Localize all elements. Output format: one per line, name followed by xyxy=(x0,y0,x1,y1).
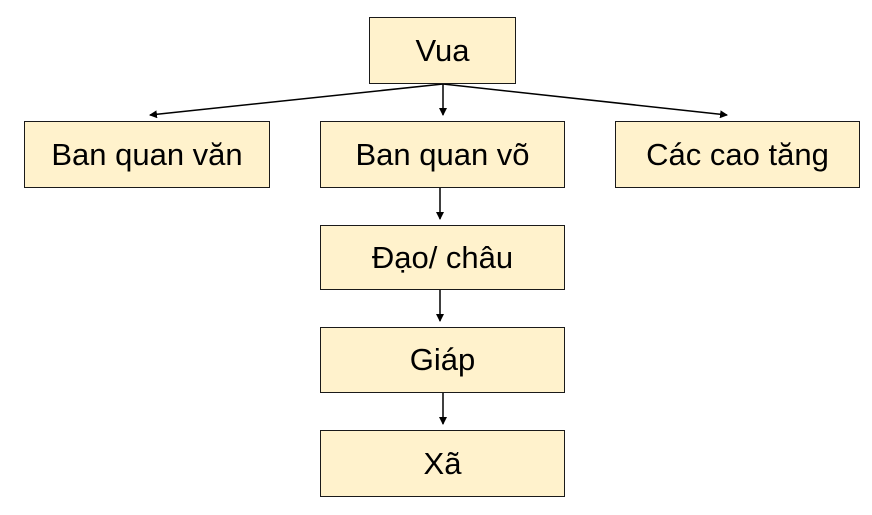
node-dao-chau: Đạo/ châu xyxy=(320,225,565,290)
node-ban-quan-van: Ban quan văn xyxy=(24,121,270,188)
node-xa-label: Xã xyxy=(423,445,462,481)
node-ban-quan-van-label: Ban quan văn xyxy=(51,136,243,172)
node-giap-label: Giáp xyxy=(409,342,476,377)
node-xa: Xã xyxy=(320,430,565,497)
arrow-vua-to-ban-quan-van xyxy=(149,83,444,119)
node-vua-label: Vua xyxy=(415,32,470,68)
node-vua: Vua xyxy=(369,17,516,84)
node-cac-cao-tang-label: Các cao tăng xyxy=(646,136,829,172)
node-giap: Giáp xyxy=(320,327,565,393)
node-ban-quan-vo-label: Ban quan võ xyxy=(355,136,530,172)
node-dao-chau-label: Đạo/ châu xyxy=(371,239,514,275)
node-cac-cao-tang: Các cao tăng xyxy=(615,121,860,188)
node-ban-quan-vo: Ban quan võ xyxy=(320,121,565,188)
arrow-vua-to-cac-cao-tang xyxy=(442,83,728,119)
